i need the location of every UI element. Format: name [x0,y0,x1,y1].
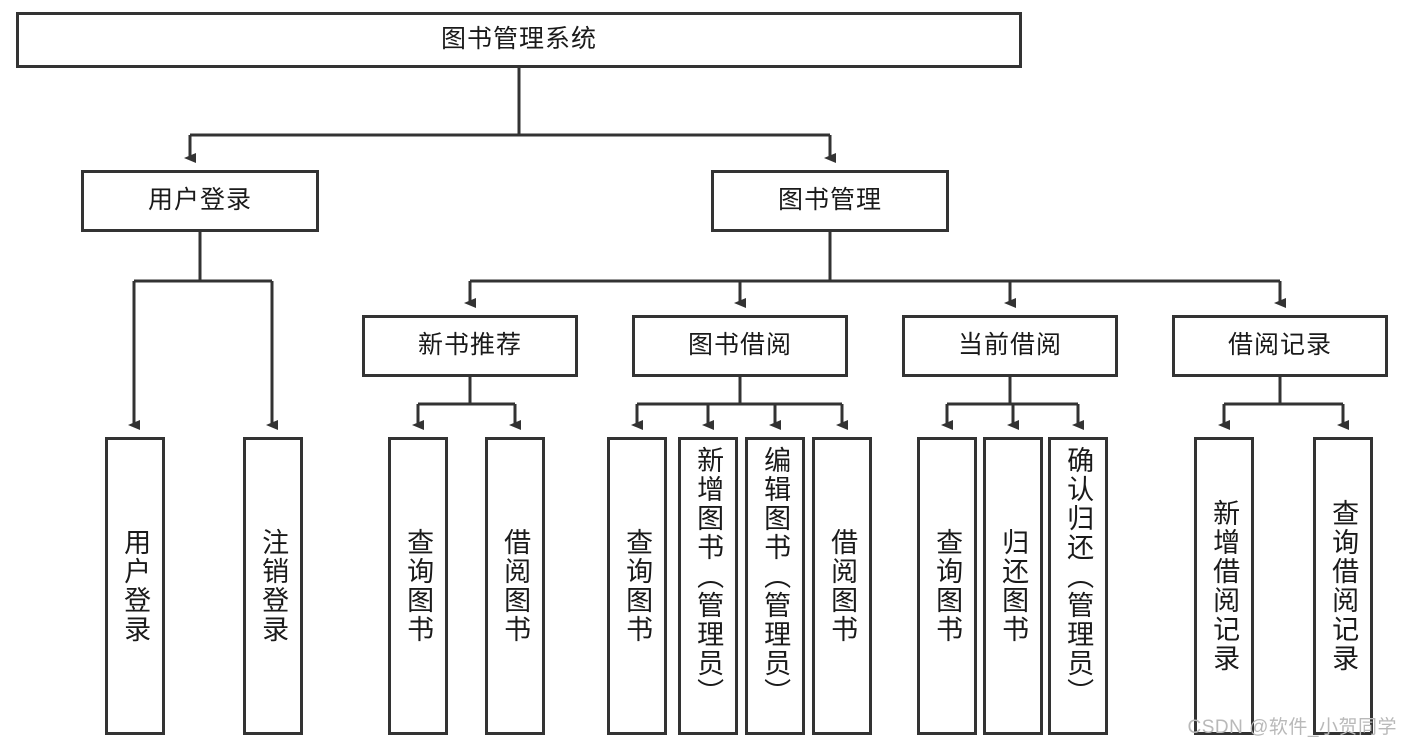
node-leaf-user-logout-label: 注销登录 [258,528,289,644]
node-leaf-query-book-bw[interactable]: 查询图书 [607,437,667,735]
node-book-manage-label: 图书管理 [777,186,882,215]
node-user-login-label: 用户登录 [147,186,252,215]
node-leaf-user-login-label: 用户登录 [120,528,151,644]
node-book-manage[interactable]: 图书管理 [711,170,949,232]
node-root-label: 图书管理系统 [440,25,597,54]
node-leaf-borrow-book-bw-label: 借阅图书 [827,528,858,644]
node-current-borrow[interactable]: 当前借阅 [902,315,1118,377]
node-leaf-borrow-book-rec[interactable]: 借阅图书 [485,437,545,735]
node-leaf-borrow-book-bw[interactable]: 借阅图书 [812,437,872,735]
node-leaf-query-book-bw-label: 查询图书 [622,528,653,644]
node-leaf-borrow-book-rec-label: 借阅图书 [500,528,531,644]
node-leaf-edit-book-admin[interactable]: 编辑图书（管理员） [745,437,805,735]
node-leaf-query-book-cb-label: 查询图书 [932,528,963,644]
node-leaf-query-book-rec-label: 查询图书 [403,528,434,644]
node-new-book-rec-label: 新书推荐 [417,331,522,360]
node-leaf-edit-book-admin-label: 编辑图书（管理员） [760,446,791,707]
node-leaf-user-logout[interactable]: 注销登录 [243,437,303,735]
watermark-text: CSDN @软件_小贺同学 [1187,717,1397,738]
node-leaf-return-book[interactable]: 归还图书 [983,437,1043,735]
node-leaf-query-borrow-rec[interactable]: 查询借阅记录 [1313,437,1373,735]
node-borrow-record[interactable]: 借阅记录 [1172,315,1388,377]
node-leaf-return-book-label: 归还图书 [998,528,1029,644]
node-leaf-query-borrow-rec-label: 查询借阅记录 [1328,499,1359,673]
node-leaf-confirm-return-label: 确认归还（管理员） [1063,446,1094,707]
node-leaf-add-book-admin[interactable]: 新增图书（管理员） [678,437,738,735]
node-user-login[interactable]: 用户登录 [81,170,319,232]
node-leaf-add-borrow-rec-label: 新增借阅记录 [1209,499,1240,673]
node-book-borrow-label: 图书借阅 [687,331,792,360]
node-borrow-record-label: 借阅记录 [1227,331,1332,360]
node-leaf-add-borrow-rec[interactable]: 新增借阅记录 [1194,437,1254,735]
node-new-book-rec[interactable]: 新书推荐 [362,315,578,377]
node-book-borrow[interactable]: 图书借阅 [632,315,848,377]
node-current-borrow-label: 当前借阅 [957,331,1062,360]
node-leaf-confirm-return[interactable]: 确认归还（管理员） [1048,437,1108,735]
node-leaf-query-book-rec[interactable]: 查询图书 [388,437,448,735]
node-root[interactable]: 图书管理系统 [16,12,1022,68]
node-leaf-user-login[interactable]: 用户登录 [105,437,165,735]
node-leaf-add-book-admin-label: 新增图书（管理员） [693,446,724,707]
node-leaf-query-book-cb[interactable]: 查询图书 [917,437,977,735]
